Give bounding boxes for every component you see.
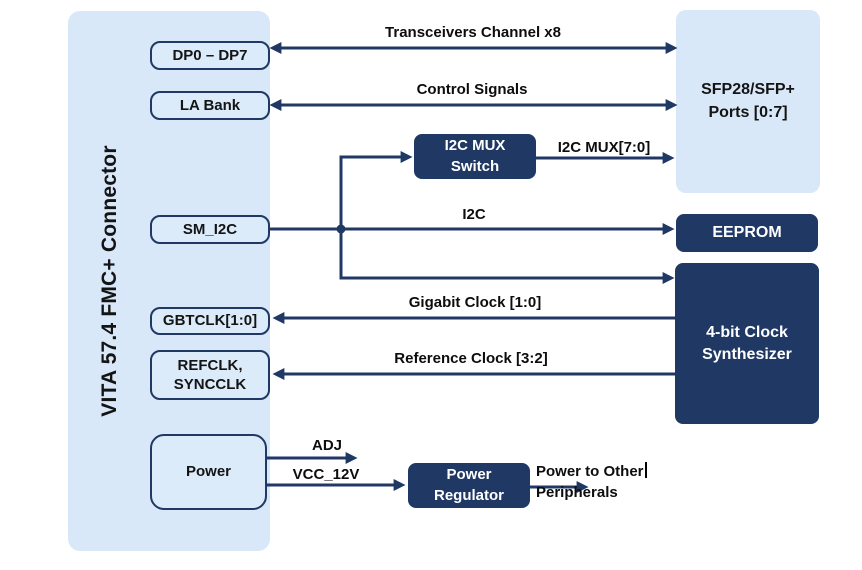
power-out-line2[interactable]: Peripherals xyxy=(536,484,618,501)
box-i2c-mux-switch: I2C MUX Switch xyxy=(414,134,536,179)
dp0-dp7-label: DP0 – DP7 xyxy=(172,46,248,64)
label-transceivers-channel: Transceivers Channel x8 xyxy=(385,24,561,41)
label-power-to-other-peripherals[interactable]: Power to Other Peripherals xyxy=(536,461,647,503)
box-power-regulator: Power Regulator xyxy=(408,463,530,508)
label-gigabit-clock: Gigabit Clock [1:0] xyxy=(408,294,542,311)
la-bank-label: LA Bank xyxy=(179,96,241,114)
gbtclk-label: GBTCLK[1:0] xyxy=(162,312,258,330)
refclk-syncclk-label: REFCLK, SYNCCLK xyxy=(173,356,247,394)
box-refclk-syncclk: REFCLK, SYNCCLK xyxy=(150,350,270,400)
wire-i2c-to-mux xyxy=(339,151,413,229)
label-vcc-12v: VCC_12V xyxy=(292,466,360,483)
wire-i2c-to-synth xyxy=(339,229,675,284)
sm-i2c-label: SM_I2C xyxy=(182,220,238,238)
sfp-ports-label: SFP28/SFP+ Ports [0:7] xyxy=(701,81,795,121)
box-gbtclk: GBTCLK[1:0] xyxy=(150,307,270,335)
label-control-signals: Control Signals xyxy=(416,81,528,98)
label-i2c-mux-bus: I2C MUX[7:0] xyxy=(557,139,651,156)
box-eeprom: EEPROM xyxy=(676,214,818,252)
label-adj: ADJ xyxy=(311,437,343,454)
box-clock-synthesizer: 4-bit Clock Synthesizer xyxy=(675,263,819,424)
box-la-bank: LA Bank xyxy=(150,91,270,120)
label-reference-clock: Reference Clock [3:2] xyxy=(394,350,548,367)
box-dp0-dp7: DP0 – DP7 xyxy=(150,41,270,70)
box-sm-i2c: SM_I2C xyxy=(150,215,270,244)
label-i2c: I2C xyxy=(462,206,486,223)
fmc-connector-title: VITA 57.4 FMC+ Connector xyxy=(98,145,121,417)
power-regulator-label: Power Regulator xyxy=(433,466,504,504)
sfp-ports-block: SFP28/SFP+ Ports [0:7] xyxy=(676,10,820,193)
power-out-line1[interactable]: Power to Other xyxy=(536,463,644,480)
i2c-mux-switch-label: I2C MUX Switch xyxy=(444,137,506,175)
power-label: Power xyxy=(185,463,231,481)
eeprom-label: EEPROM xyxy=(712,224,782,242)
box-power: Power xyxy=(150,434,267,510)
i2c-junction-dot xyxy=(336,224,346,234)
text-cursor xyxy=(644,462,647,478)
clock-synthesizer-label: 4-bit Clock Synthesizer xyxy=(702,323,792,363)
